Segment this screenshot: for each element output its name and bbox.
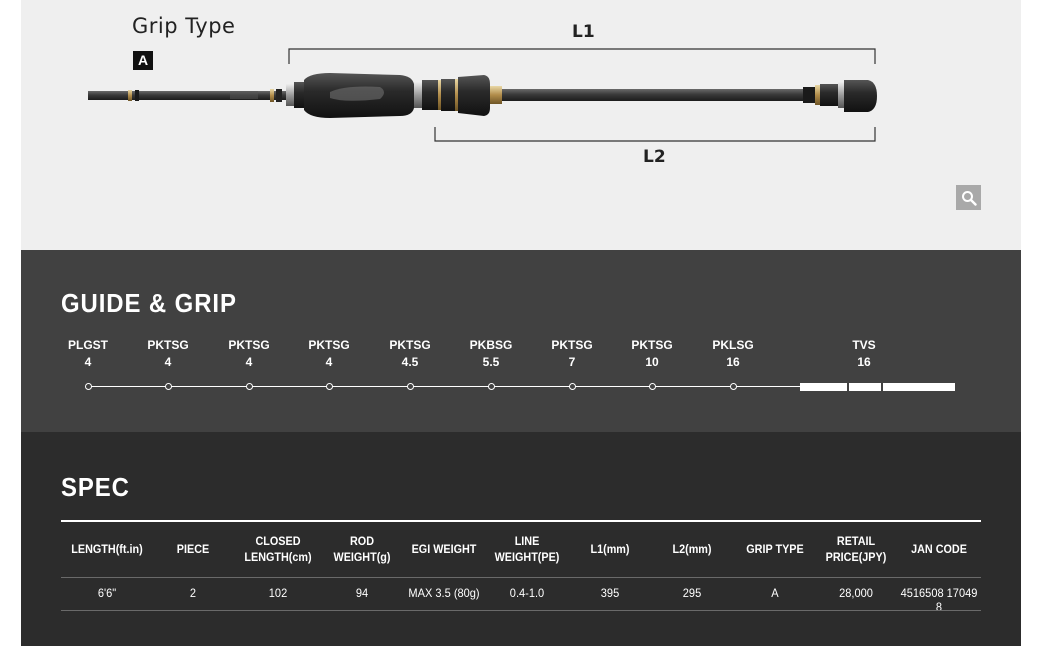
l2-dimension-bracket — [434, 127, 876, 142]
guide-name: PKTSG — [551, 338, 593, 352]
spec-row-divider — [61, 577, 981, 578]
spec-header-length: LENGTH(ft.in) — [71, 542, 143, 556]
spec-cell-egi-weight: MAX 3.5 (80g) — [408, 586, 480, 600]
guide-size: 7 — [568, 355, 576, 369]
guide-item: PLGST 4 — [53, 337, 123, 372]
spec-header-line-weight: LINE WEIGHT(PE) — [494, 534, 560, 564]
guide-grip-title: GUIDE & GRIP — [61, 288, 237, 318]
guide-marker — [325, 383, 333, 390]
guide-size: 4 — [325, 355, 333, 369]
guide-marker — [568, 383, 576, 390]
guide-size: 16 — [726, 355, 740, 369]
spec-header-egi-weight: EGI WEIGHT — [411, 542, 477, 556]
guide-name: PKTSG — [308, 338, 350, 352]
spec-cell-l2: 295 — [682, 586, 702, 600]
spec-title: SPEC — [61, 472, 130, 502]
guide-marker — [84, 383, 92, 390]
guide-name: PLGST — [67, 338, 108, 352]
spec-header-l2: L2(mm) — [672, 542, 712, 556]
l1-dimension-bracket — [288, 48, 876, 64]
grip-type-label: Grip Type — [132, 14, 236, 38]
guide-name: PKTSG — [147, 338, 189, 352]
spec-header-closed-length: CLOSED LENGTH(cm) — [244, 534, 312, 564]
zoom-button[interactable] — [956, 185, 981, 210]
grip-segment — [849, 383, 881, 391]
page-bottom-margin — [0, 646, 1038, 660]
spec-header-retail-price: RETAIL PRICE(JPY) — [825, 534, 887, 564]
spec-cell-closed-length: 102 — [268, 586, 288, 600]
guide-item: PKBSG 5.5 — [456, 337, 526, 372]
spec-cell-jan-code: 4516508 17049 8 — [900, 586, 978, 614]
spec-header-jan-code: JAN CODE — [911, 542, 967, 556]
spec-section: SPEC LENGTH(ft.in) PIECE CLOSED LENGTH(c… — [21, 432, 1021, 646]
guide-grip-section: GUIDE & GRIP PLGST 4 PKTSG 4 PKTSG 4 PKT… — [21, 250, 1021, 432]
rod-illustration — [88, 48, 877, 142]
guide-item: PKTSG 4.5 — [375, 337, 445, 372]
l2-label: L2 — [643, 147, 666, 167]
guide-marker — [406, 383, 414, 390]
grip-type-badge: A — [133, 51, 153, 70]
guide-name: PKTSG — [389, 338, 431, 352]
l1-label: L1 — [572, 22, 595, 42]
guide-name: PKTSG — [228, 338, 270, 352]
guide-marker — [245, 383, 253, 390]
spec-header-grip-type: GRIP TYPE — [746, 542, 804, 556]
guide-item: PKTSG 4 — [133, 337, 203, 372]
guide-size: 5.5 — [482, 355, 500, 369]
grip-size: 16 — [857, 355, 871, 369]
spec-header-l1: L1(mm) — [590, 542, 630, 556]
spec-cell-l1: 395 — [600, 586, 620, 600]
guide-marker — [729, 383, 737, 390]
search-icon — [961, 190, 977, 206]
guide-size: 4 — [164, 355, 172, 369]
guide-name: PKLSG — [712, 338, 754, 352]
spec-cell-line-weight: 0.4-1.0 — [509, 586, 545, 600]
rod-image-panel — [21, 0, 1021, 250]
grip-name: TVS — [852, 338, 876, 352]
spec-header-rod-weight: ROD WEIGHT(g) — [333, 534, 391, 564]
guide-name: PKTSG — [631, 338, 673, 352]
guide-name: PKBSG — [469, 338, 513, 352]
guide-size: 4 — [245, 355, 253, 369]
guide-item: PKLSG 16 — [698, 337, 768, 372]
guide-item: PKTSG 7 — [537, 337, 607, 372]
spec-table-top-rule — [61, 520, 981, 522]
grip-segment — [800, 383, 847, 391]
guide-marker — [487, 383, 495, 390]
guide-item: PKTSG 4 — [214, 337, 284, 372]
grip-item: TVS 16 — [829, 337, 899, 372]
guide-marker — [164, 383, 172, 390]
guide-size: 4.5 — [401, 355, 419, 369]
guide-item: PKTSG 10 — [617, 337, 687, 372]
guide-item: PKTSG 4 — [294, 337, 364, 372]
spec-header-piece: PIECE — [176, 542, 210, 556]
guide-size: 4 — [84, 355, 92, 369]
guide-size: 10 — [645, 355, 659, 369]
guide-layout-line — [89, 386, 801, 387]
spec-row-divider — [61, 610, 981, 611]
guide-marker — [648, 383, 656, 390]
spec-cell-rod-weight: 94 — [355, 586, 369, 600]
spec-cell-piece: 2 — [189, 586, 197, 600]
spec-cell-length: 6'6" — [97, 586, 117, 600]
spec-cell-retail-price: 28,000 — [839, 586, 873, 600]
grip-segment — [883, 383, 955, 391]
spec-cell-grip-type: A — [771, 586, 779, 600]
